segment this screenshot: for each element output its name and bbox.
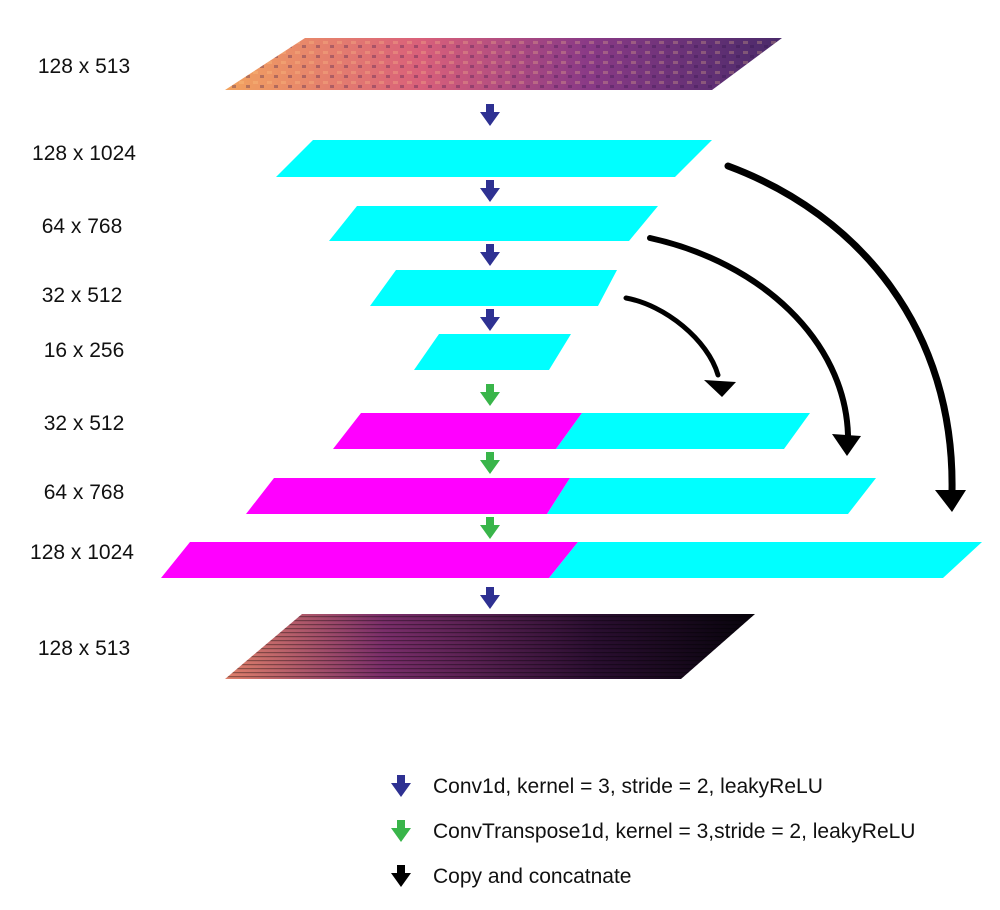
encoder-layer-1 bbox=[276, 140, 712, 177]
legend-label-conv: Conv1d, kernel = 3, stride = 2, leakyReL… bbox=[433, 775, 823, 798]
bottleneck-layer bbox=[414, 334, 571, 370]
conv-arrow-icon bbox=[480, 104, 500, 126]
legend-label-skip: Copy and concatnate bbox=[433, 865, 631, 888]
legend-item-deconv: ConvTranspose1d, kernel = 3,stride = 2, … bbox=[391, 820, 915, 843]
conv-arrow-icon bbox=[480, 244, 500, 266]
skip-arrow-outer bbox=[724, 162, 966, 512]
output-spectrogram bbox=[225, 614, 755, 679]
legend-item-conv: Conv1d, kernel = 3, stride = 2, leakyReL… bbox=[391, 775, 823, 798]
skip-arrow-middle bbox=[647, 235, 861, 456]
layer-label-enc-2: 64 x 768 bbox=[42, 215, 123, 238]
layer-labels: 128 x 513 128 x 1024 64 x 768 32 x 512 1… bbox=[30, 55, 136, 660]
layer-label-dec-3: 128 x 1024 bbox=[30, 541, 134, 564]
decoder-layer-3 bbox=[161, 542, 982, 578]
encoder-layer-3 bbox=[370, 270, 617, 306]
layer-label-enc-3: 32 x 512 bbox=[42, 284, 123, 307]
deconv-arrow-icon bbox=[480, 384, 500, 406]
layer-label-enc-1: 128 x 1024 bbox=[32, 142, 136, 165]
green-down-arrow-icon bbox=[391, 820, 411, 842]
conv-arrow-icon bbox=[480, 180, 500, 202]
layer-label-bottleneck: 16 x 256 bbox=[44, 339, 125, 362]
layer-label-output: 128 x 513 bbox=[38, 637, 130, 660]
legend: Conv1d, kernel = 3, stride = 2, leakyReL… bbox=[391, 775, 915, 888]
deconv-arrow-icon bbox=[480, 452, 500, 474]
layer-label-dec-1: 32 x 512 bbox=[44, 412, 125, 435]
conv-arrow-icon bbox=[480, 587, 500, 609]
legend-label-deconv: ConvTranspose1d, kernel = 3,stride = 2, … bbox=[433, 820, 915, 843]
decoder-layer-1 bbox=[333, 413, 810, 449]
skip-connections bbox=[623, 162, 966, 512]
black-down-arrow-icon bbox=[391, 865, 411, 887]
blue-down-arrow-icon bbox=[391, 775, 411, 797]
input-spectrogram bbox=[225, 38, 782, 90]
encoder-layer-2 bbox=[329, 206, 658, 241]
layer-label-input: 128 x 513 bbox=[38, 55, 130, 78]
deconv-arrow-icon bbox=[480, 517, 500, 539]
legend-item-skip: Copy and concatnate bbox=[391, 865, 631, 888]
skip-arrow-inner bbox=[623, 295, 736, 397]
layer-label-dec-2: 64 x 768 bbox=[44, 481, 125, 504]
decoder-layer-2 bbox=[246, 478, 876, 514]
conv-arrow-icon bbox=[480, 309, 500, 331]
flow-arrows bbox=[480, 104, 500, 609]
